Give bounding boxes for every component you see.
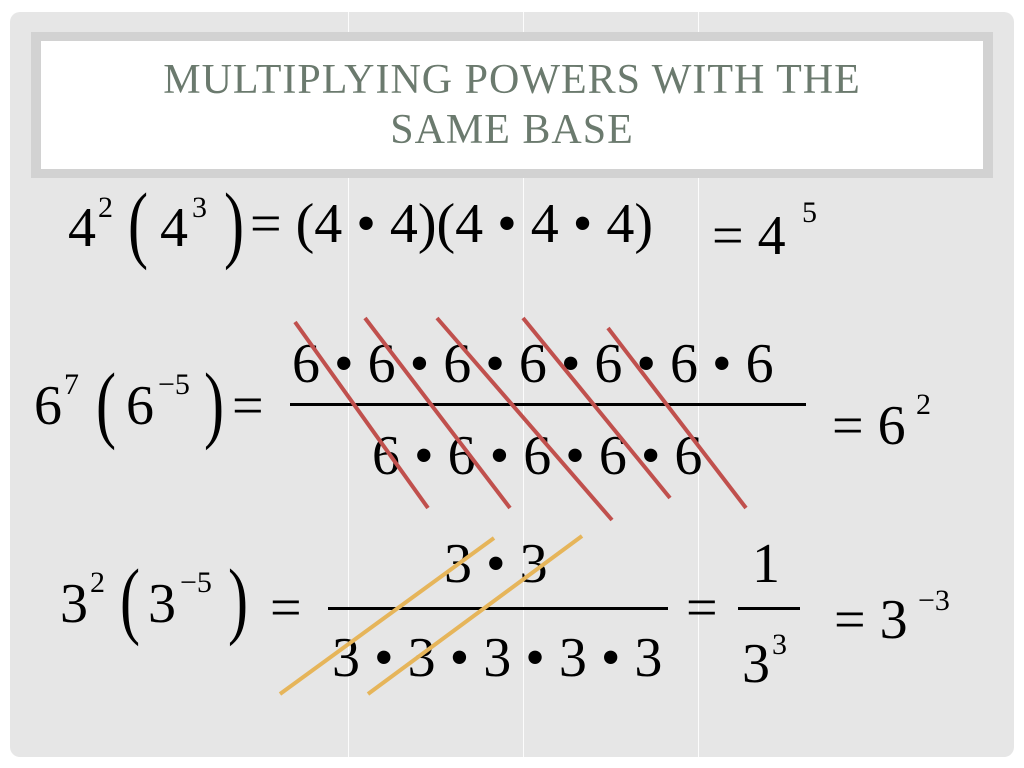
eq3-base-a: 3 <box>60 573 88 635</box>
title-frame: MULTIPLYING POWERS WITH THE SAME BASE <box>31 32 993 178</box>
eq1-result-exp: 5 <box>802 196 817 229</box>
eq2-equals: = <box>232 375 264 437</box>
slide-background: MULTIPLYING POWERS WITH THE SAME BASE <box>10 12 1014 757</box>
eq2-paren-open: ( <box>96 355 117 451</box>
eq3-equals: = <box>270 577 302 639</box>
eq3-equals-2: = <box>686 577 718 639</box>
eq2-exp-b: −5 <box>158 368 190 401</box>
eq1-result-base: = 4 <box>712 205 786 267</box>
eq1-paren-close: ) <box>224 175 245 271</box>
eq2-numerator: 6 • 6 • 6 • 6 • 6 • 6 • 6 <box>292 333 774 395</box>
eq1-base-a: 4 <box>68 197 96 259</box>
eq2-fraction-bar <box>290 403 806 406</box>
eq2-exp-a: 7 <box>64 368 79 401</box>
eq2-result-base: = 6 <box>832 395 906 457</box>
eq3-result-exp: −3 <box>918 584 950 617</box>
eq2-paren-close: ) <box>204 355 225 451</box>
eq1-paren-open: ( <box>128 175 149 271</box>
eq3-numerator: 3 • 3 <box>444 533 548 595</box>
eq3-exp-a: 2 <box>90 566 105 599</box>
slide-title: MULTIPLYING POWERS WITH THE SAME BASE <box>163 57 861 153</box>
eq3-fraction-bar <box>328 607 668 610</box>
eq1-exp-b: 3 <box>192 191 207 224</box>
eq3-frac2-den-exp: 3 <box>772 628 787 661</box>
eq1-exp-a: 2 <box>98 191 113 224</box>
eq1-expansion: = (4 • 4)(4 • 4 • 4) <box>250 193 653 255</box>
eq3-frac2-den-base: 3 <box>742 633 770 695</box>
eq3-paren-open: ( <box>120 551 141 647</box>
eq3-result-base: = 3 <box>834 589 908 651</box>
eq2-base-b: 6 <box>126 375 154 437</box>
eq1-base-b: 4 <box>160 197 188 259</box>
title-panel: MULTIPLYING POWERS WITH THE SAME BASE <box>41 41 983 169</box>
eq2-result-exp: 2 <box>916 388 931 421</box>
eq3-exp-b: −5 <box>180 566 212 599</box>
eq2-denominator: 6 • 6 • 6 • 6 • 6 <box>372 425 703 487</box>
eq3-paren-close: ) <box>228 551 249 647</box>
eq3-denominator: 3 • 3 • 3 • 3 • 3 <box>332 627 663 689</box>
eq3-frac2-numerator: 1 <box>752 533 780 595</box>
eq3-base-b: 3 <box>148 573 176 635</box>
eq3-frac2-bar <box>738 607 800 610</box>
eq2-base-a: 6 <box>34 375 62 437</box>
